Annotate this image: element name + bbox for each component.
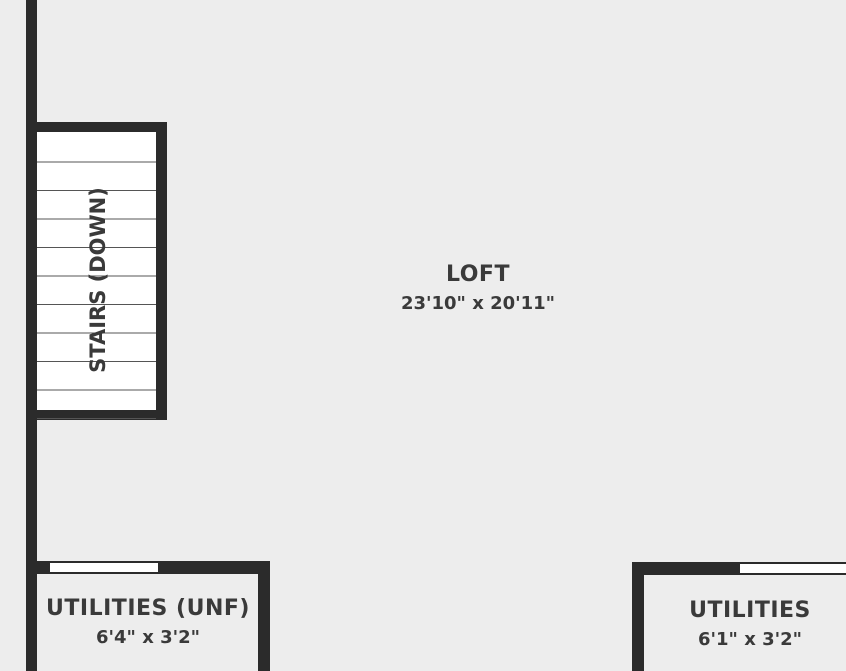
room-label-utilities: UTILITIES 6'1" x 3'2" xyxy=(650,598,846,650)
door-opening-utilities-unf xyxy=(50,563,158,572)
utilities-unf-name: UTILITIES (UNF) xyxy=(46,596,250,621)
stairs-enclosure xyxy=(26,122,167,420)
utilities-dimensions: 6'1" x 3'2" xyxy=(697,629,803,650)
stairs-label: STAIRS (DOWN) xyxy=(86,187,110,373)
room-label-utilities-unf: UTILITIES (UNF) 6'4" x 3'2" xyxy=(40,596,256,648)
loft-name: LOFT xyxy=(446,262,510,287)
utilities-name: UTILITIES xyxy=(689,598,811,623)
utilities-unf-walls xyxy=(26,561,270,671)
loft-dimensions: 23'10" x 20'11" xyxy=(400,293,556,314)
utilities-unf-dimensions: 6'4" x 3'2" xyxy=(95,627,201,648)
door-opening-utilities xyxy=(740,564,846,573)
room-label-loft: LOFT 23'10" x 20'11" xyxy=(378,262,578,314)
utilities-walls xyxy=(632,562,846,671)
stair-treads xyxy=(37,161,156,419)
left-wall xyxy=(26,0,37,671)
